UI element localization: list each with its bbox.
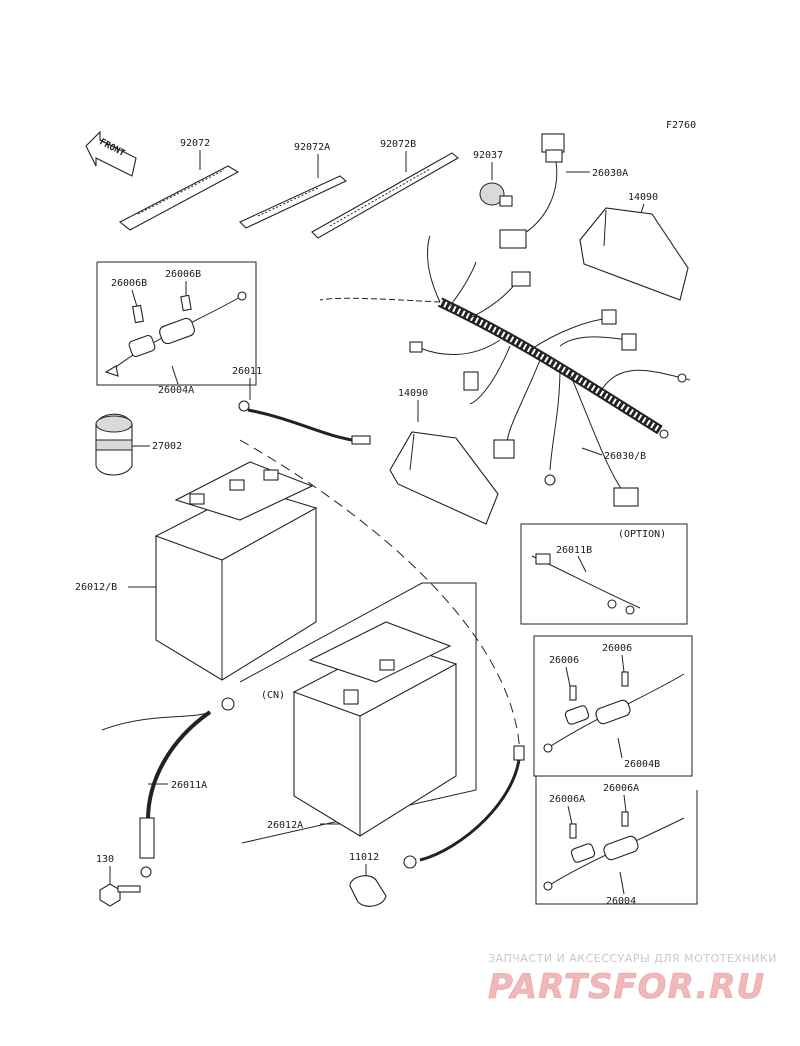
part-label-27002[interactable]: 27002 <box>152 441 182 452</box>
relay-27002 <box>95 413 133 476</box>
part-label-26006a-right[interactable]: 26006A <box>603 783 639 794</box>
part-label-26006-left[interactable]: 26006 <box>549 655 579 666</box>
dashed-guide <box>239 439 521 761</box>
cn-label: (CN) <box>261 690 285 701</box>
part-label-26004a[interactable]: 26004A <box>158 385 194 396</box>
fuse-kit-26004b <box>543 671 685 753</box>
option-label: (OPTION) <box>618 529 666 540</box>
part-label-26004[interactable]: 26004 <box>606 896 636 907</box>
kit-box-26004a <box>96 261 257 386</box>
fuse-kit-26004 <box>543 811 685 891</box>
part-label-26006b-right[interactable]: 26006B <box>165 269 201 280</box>
cable-tie-92072a <box>239 175 348 229</box>
cable-11012 <box>349 745 525 907</box>
part-label-11012[interactable]: 11012 <box>349 852 379 863</box>
part-label-92072[interactable]: 92072 <box>180 138 210 149</box>
watermark-tagline: ЗАПЧАСТИ И АКСЕССУАРЫ ДЛЯ МОТОТЕХНИКИ <box>488 952 777 965</box>
cable-26011a <box>101 697 235 878</box>
fuse-kit-26004a <box>104 291 247 377</box>
battery-26012a <box>292 621 458 837</box>
part-label-26030b[interactable]: 26030/B <box>604 451 646 462</box>
part-label-26011a[interactable]: 26011A <box>171 780 207 791</box>
watermark-brand: PARTSFOR.RU <box>488 967 765 1007</box>
part-label-26006a-left[interactable]: 26006A <box>549 794 585 805</box>
part-label-26012b[interactable]: 26012/B <box>75 582 117 593</box>
diagram-code: F2760 <box>666 120 696 131</box>
part-label-26011[interactable]: 26011 <box>232 366 262 377</box>
connector-26030a <box>499 133 565 249</box>
battery-26012b <box>154 461 318 681</box>
part-label-92037[interactable]: 92037 <box>473 150 503 161</box>
part-label-26012a[interactable]: 26012A <box>267 820 303 831</box>
part-label-92072a[interactable]: 92072A <box>294 142 330 153</box>
cable-26011 <box>238 400 371 445</box>
main-harness <box>319 235 691 507</box>
part-label-26004b[interactable]: 26004B <box>624 759 660 770</box>
kit-box-26004 <box>535 776 698 905</box>
cable-tie-92072 <box>118 165 240 231</box>
part-label-26006b-left[interactable]: 26006B <box>111 278 147 289</box>
clamp-92037 <box>479 182 513 207</box>
part-label-26011b[interactable]: 26011B <box>556 545 592 556</box>
part-label-26006-right[interactable]: 26006 <box>602 643 632 654</box>
part-label-14090-mid[interactable]: 14090 <box>398 388 428 399</box>
cover-14090-mid <box>389 431 499 525</box>
kit-box-26004b <box>533 635 693 777</box>
front-arrow-icon: FRONT <box>85 130 137 177</box>
part-label-130[interactable]: 130 <box>96 854 114 865</box>
part-label-26030a[interactable]: 26030A <box>592 168 628 179</box>
cable-tie-92072b <box>311 152 459 239</box>
bolt-130 <box>99 883 141 907</box>
part-label-92072b[interactable]: 92072B <box>380 139 416 150</box>
cable-26011b <box>531 553 641 615</box>
part-label-14090-top[interactable]: 14090 <box>628 192 658 203</box>
option-box <box>520 523 688 625</box>
cover-14090-top <box>579 207 689 301</box>
